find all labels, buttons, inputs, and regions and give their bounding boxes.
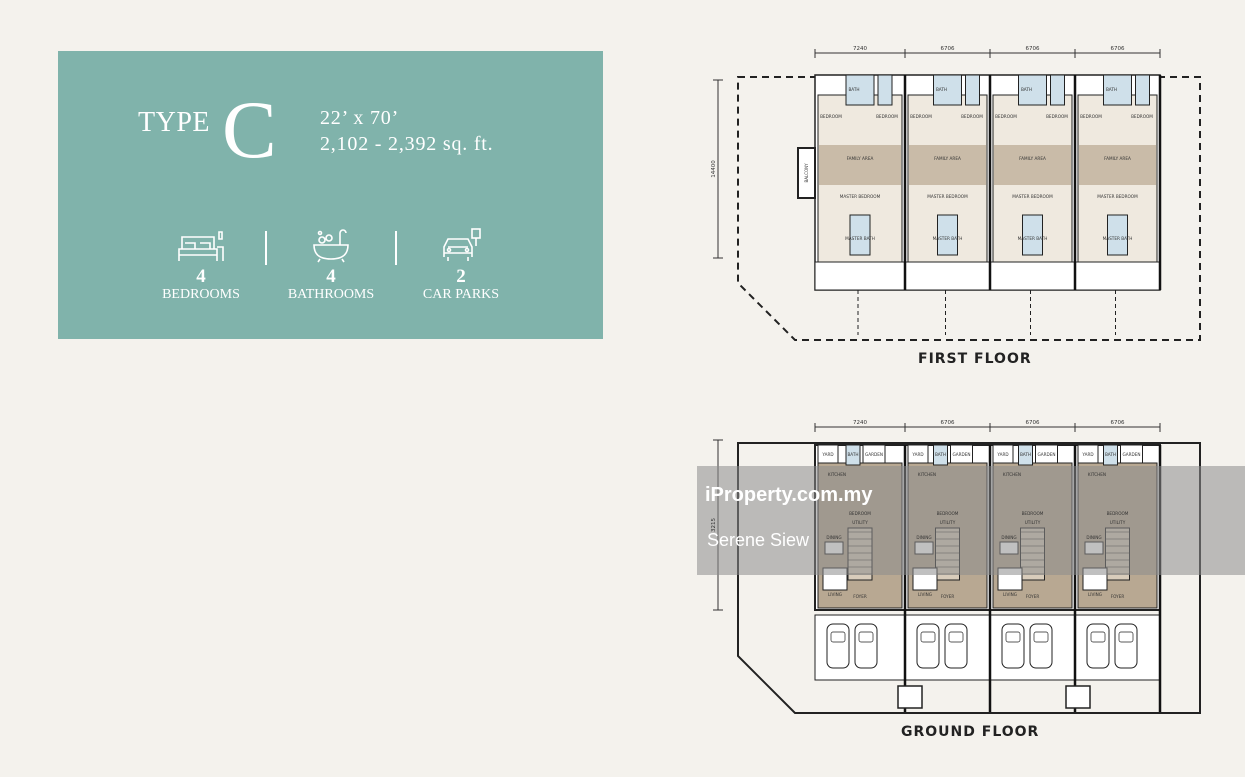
bathroom (933, 74, 962, 106)
car-windshield (1118, 631, 1134, 643)
bathroom-count: 4 (326, 266, 336, 287)
yard (907, 444, 929, 464)
family-area (994, 145, 1071, 185)
feature-car-parks: 2 CAR PARKS (391, 227, 531, 303)
garden (950, 444, 973, 464)
watermark-logo: iProperty.com.my (705, 484, 873, 506)
type-letter: C (222, 84, 277, 175)
car-windshield (1090, 631, 1106, 643)
ground-floor-caption: GROUND FLOOR (901, 724, 1040, 740)
type-label: TYPE (138, 107, 210, 138)
garden (1120, 444, 1143, 464)
bathroom (1103, 444, 1118, 466)
car-park-count: 2 (456, 266, 466, 287)
garden (862, 444, 886, 464)
first-floor-plan (713, 49, 1201, 341)
gate-pillar (897, 685, 923, 709)
family-area (909, 145, 986, 185)
car (1029, 623, 1053, 669)
unit-area: 2,102 - 2,392 sq. ft. (320, 133, 494, 155)
master-bathroom (849, 214, 871, 256)
divider (265, 231, 267, 265)
bathroom (1050, 74, 1065, 106)
master-bathroom (1022, 214, 1043, 256)
bathtub-icon (313, 229, 349, 263)
bathroom (1103, 74, 1132, 106)
bathroom (933, 444, 948, 466)
bathroom (965, 74, 980, 106)
car-windshield (1005, 631, 1021, 643)
car-windshield (858, 631, 874, 643)
feature-bedrooms: 4 BEDROOMS (131, 227, 271, 303)
balcony-front (814, 261, 1161, 291)
bathroom (1018, 74, 1047, 106)
car-parking-icon (443, 228, 481, 261)
bathroom (845, 74, 875, 106)
yard (992, 444, 1014, 464)
balcony (797, 147, 816, 199)
yard (817, 444, 839, 464)
master-bathroom (1107, 214, 1128, 256)
car-windshield (830, 631, 846, 643)
gate-pillar (1065, 685, 1091, 709)
car (916, 623, 940, 669)
family-area (1079, 145, 1156, 185)
car-windshield (920, 631, 936, 643)
car-park-label: CAR PARKS (422, 287, 500, 302)
bathroom (845, 444, 861, 466)
car (1001, 623, 1025, 669)
watermark-agent: Serene Siew (707, 530, 810, 550)
car-windshield (1033, 631, 1049, 643)
car (944, 623, 968, 669)
car (854, 623, 878, 669)
car (826, 623, 850, 669)
bathroom-label: BATHROOMS (287, 287, 375, 302)
master-bathroom (937, 214, 958, 256)
car-windshield (948, 631, 964, 643)
watermark-band (697, 466, 1245, 575)
unit-size: 22’ x 70’ 2,102 - 2,392 sq. ft. (320, 105, 493, 157)
garden (1035, 444, 1058, 464)
yard (1077, 444, 1099, 464)
feature-bathrooms: 4 BATHROOMS (261, 227, 401, 303)
site-boundary (737, 442, 1201, 714)
bedroom-count: 4 (196, 266, 206, 287)
bedroom-label: BEDROOMS (162, 287, 240, 302)
bathroom (1135, 74, 1150, 106)
unit-dimensions: 22’ x 70’ (320, 107, 400, 129)
bed-icon (178, 231, 224, 261)
car (1114, 623, 1138, 669)
bathroom (877, 74, 893, 106)
car (1086, 623, 1110, 669)
divider (395, 231, 397, 265)
bathroom (1018, 444, 1033, 466)
first-floor-caption: FIRST FLOOR (918, 351, 1032, 367)
unit-type-card: TYPE C 22’ x 70’ 2,102 - 2,392 sq. ft. 4… (58, 51, 603, 339)
family-area (819, 145, 901, 185)
